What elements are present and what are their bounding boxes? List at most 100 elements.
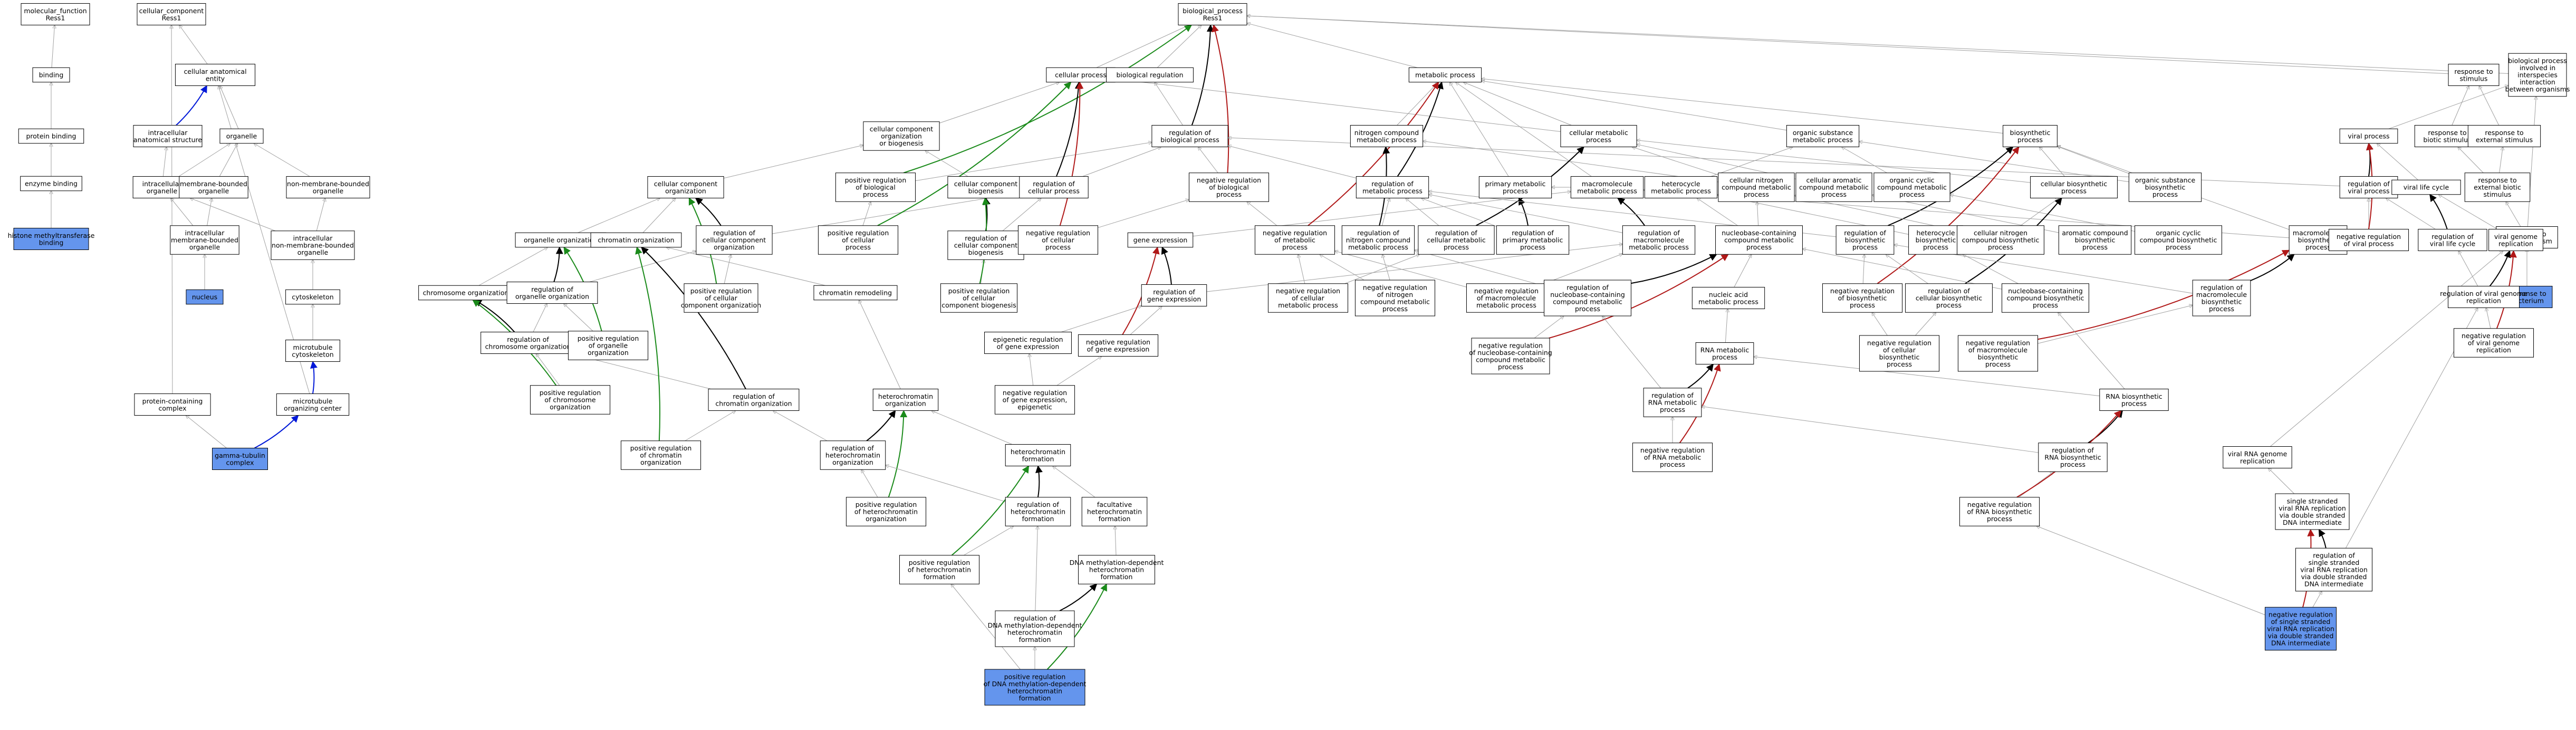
go-term-node-dna-meth-het[interactable]: DNA methylation-dependentheterochromatin… xyxy=(1070,555,1164,584)
go-term-node-cell-proc[interactable]: cellular process xyxy=(1046,67,1116,83)
go-term-node-viral-lc[interactable]: viral life cycle xyxy=(2391,179,2461,195)
go-term-node-binding[interactable]: binding xyxy=(32,67,70,83)
go-term-node-bio-reg[interactable]: biological regulation xyxy=(1106,67,1194,83)
go-term-node-organelle[interactable]: organelle xyxy=(219,128,264,144)
go-term-node-reg-nccmp[interactable]: regulation ofnucleobase-containingcompou… xyxy=(1544,280,1631,316)
go-term-node-gene-expr[interactable]: gene expression xyxy=(1127,232,1194,248)
go-term-node-nucleus[interactable]: nucleus xyxy=(186,289,224,305)
go-term-node-reg-macro-bp[interactable]: regulation ofmacromoleculebiosyntheticpr… xyxy=(2192,280,2251,316)
go-term-node-inmbo[interactable]: intracellularnon-membrane-boundedorganel… xyxy=(271,230,355,260)
go-term-node-enzyme-binding[interactable]: enzyme binding xyxy=(20,176,82,191)
go-term-node-metab[interactable]: metabolic process xyxy=(1408,67,1482,83)
go-term-node-viral-proc[interactable]: viral process xyxy=(2339,128,2398,144)
go-term-node-cytoskeleton[interactable]: cytoskeleton xyxy=(285,289,340,305)
go-term-node-chrom-remod[interactable]: chromatin remodeling xyxy=(813,285,898,301)
